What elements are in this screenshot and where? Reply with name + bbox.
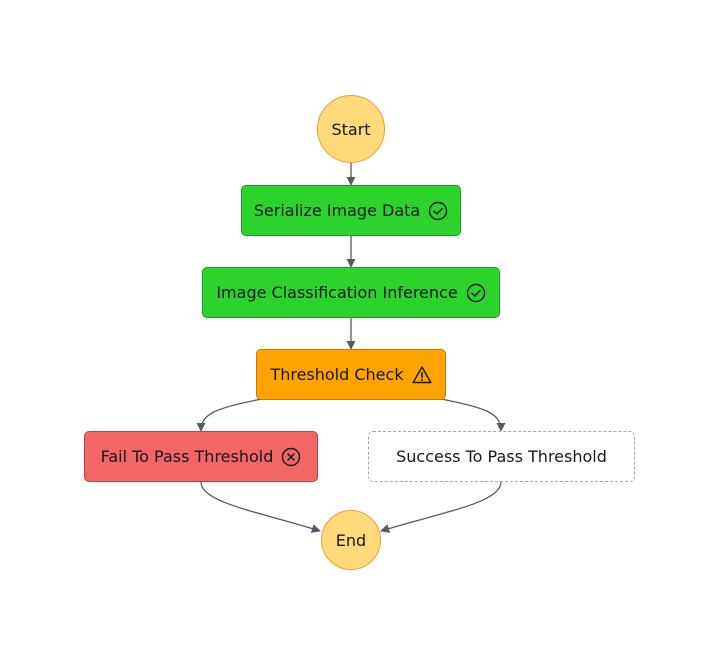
node-end[interactable]: End [321, 510, 381, 570]
node-success-to-pass-threshold[interactable]: Success To Pass Threshold [368, 431, 635, 482]
node-fail-label: Fail To Pass Threshold [100, 447, 274, 466]
node-image-classification-inference[interactable]: Image Classification Inference [202, 267, 500, 318]
node-classify-label: Image Classification Inference [216, 283, 458, 302]
node-fail-to-pass-threshold[interactable]: Fail To Pass Threshold [84, 431, 318, 482]
node-serialize-image-data[interactable]: Serialize Image Data [241, 185, 461, 236]
edge-threshold-to-fail [196, 398, 263, 432]
node-threshold-check[interactable]: Threshold Check [256, 349, 446, 400]
node-threshold-label: Threshold Check [270, 365, 404, 384]
warning-triangle-icon [412, 365, 432, 385]
node-start[interactable]: Start [317, 95, 385, 163]
edge-threshold-to-success [440, 398, 506, 432]
check-circle-icon [428, 201, 448, 221]
node-start-label: Start [331, 119, 371, 139]
node-serialize-label: Serialize Image Data [253, 201, 421, 220]
node-end-label: End [335, 530, 367, 550]
node-success-label: Success To Pass Threshold [396, 447, 607, 466]
edge-fail-to-end [200, 481, 321, 533]
edge-success-to-end [380, 481, 502, 533]
x-circle-icon [281, 447, 301, 467]
check-circle-icon [466, 283, 486, 303]
